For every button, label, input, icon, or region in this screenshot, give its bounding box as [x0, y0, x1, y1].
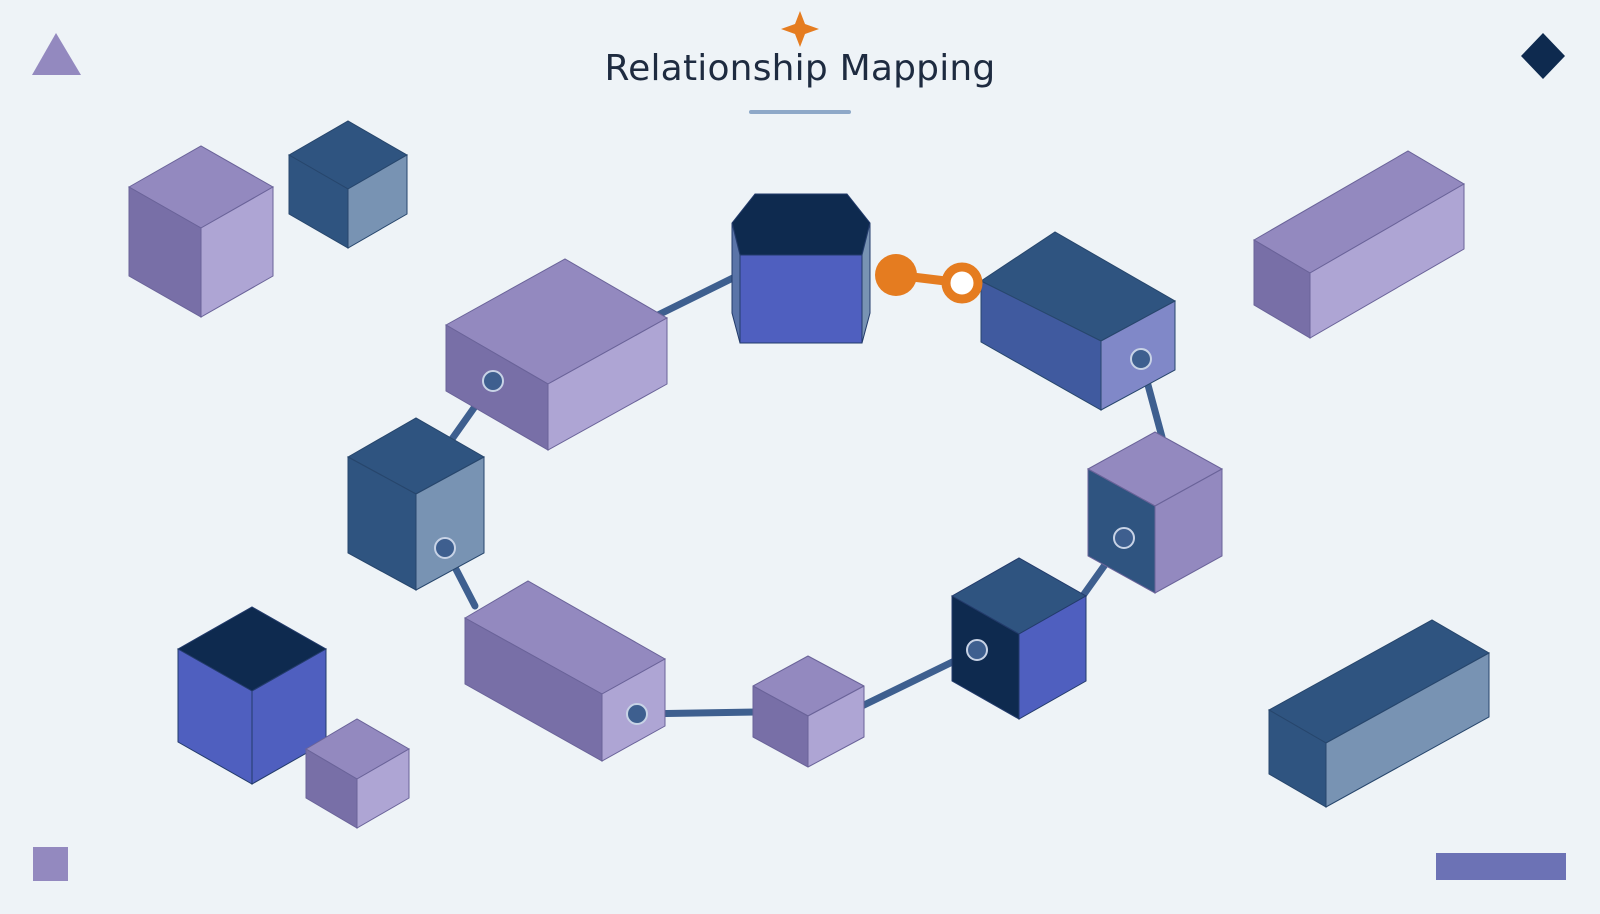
connector-dot	[1113, 527, 1135, 549]
diamond-icon	[1521, 33, 1565, 79]
connector-dots	[434, 348, 1152, 725]
triangle-icon	[32, 33, 81, 75]
connector-dot	[482, 370, 504, 392]
connector-dot	[434, 537, 456, 559]
node-block-lavender-upper-left	[444, 258, 669, 451]
connector-dot	[1130, 348, 1152, 370]
highlighted-link	[875, 254, 983, 304]
decor-prism-lavender-top-right	[1253, 150, 1465, 339]
connector-dot	[966, 639, 988, 661]
page-title: Relationship Mapping	[604, 48, 996, 89]
connector-dot	[626, 703, 648, 725]
square-icon	[33, 847, 68, 881]
decor-prism-steel-bottom-right	[1267, 619, 1491, 808]
title-underline	[749, 110, 851, 114]
bar-icon	[1436, 853, 1566, 880]
node-block-lavender-lower-left	[463, 580, 667, 762]
link-end-ring	[941, 262, 983, 304]
node-block-rounded-bottom	[752, 655, 865, 768]
node-block-pentagon-top	[731, 193, 871, 344]
link-start-dot	[875, 254, 917, 296]
node-block-steel-left	[346, 417, 486, 591]
node-block-steel-upper-right	[980, 231, 1177, 411]
decor-cube-lavender-top-left	[127, 145, 275, 318]
decor-cube-steel-top-left	[287, 120, 409, 249]
decor-cube-indigo-bottom-left	[176, 606, 328, 785]
node-block-lavender-right	[1086, 431, 1224, 594]
decor-cube-lavender-bottom-left	[305, 718, 411, 829]
node-block-navy-lower-right	[950, 557, 1088, 720]
connector-line	[654, 268, 749, 319]
four-point-star-icon	[781, 11, 819, 47]
